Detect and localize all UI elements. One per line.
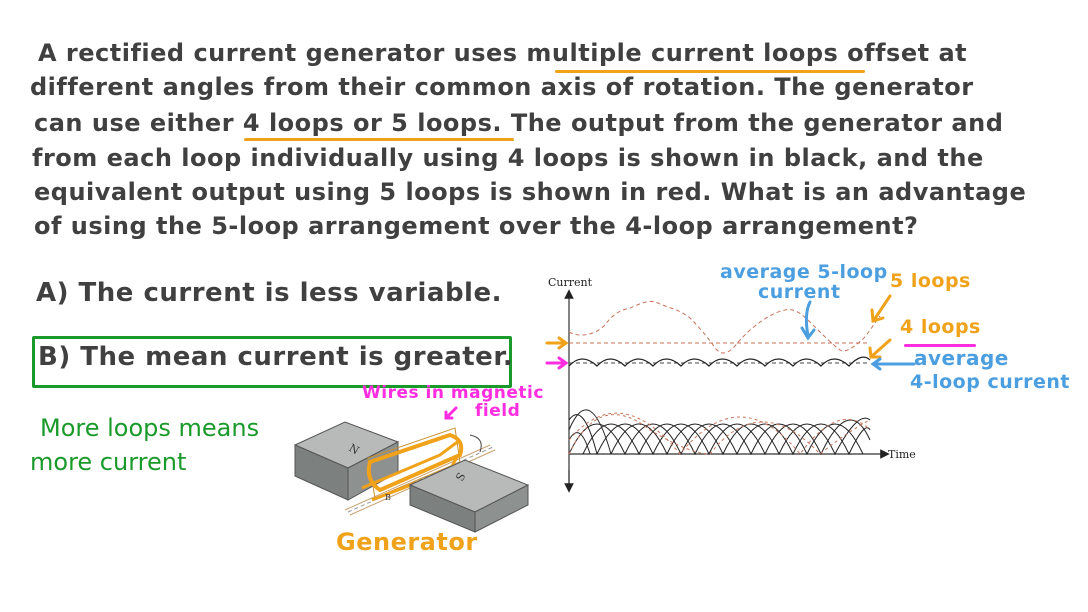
question-line-6: of using the 5-loop arrangement over the… <box>34 212 919 240</box>
current-time-chart <box>564 289 890 493</box>
note-more-loops-line2: more current <box>30 448 187 476</box>
highlight-underline-multiple-loops <box>555 70 865 73</box>
x-axis-label: Time <box>888 448 916 461</box>
note-more-loops-line1: More loops means <box>40 414 260 442</box>
question-line-5: equivalent output using 5 loops is shown… <box>34 178 1027 206</box>
note-avg-5loop-line1: average 5-loop <box>720 261 888 283</box>
note-5-loops: 5 loops <box>890 270 971 292</box>
option-a[interactable]: A) The current is less variable. <box>36 278 502 308</box>
highlight-underline-4-loops <box>904 344 976 347</box>
generator-diagram: N B S <box>293 421 530 533</box>
arrow-icon-orange-4loops <box>868 338 892 359</box>
arrow-icon-magenta-avg4 <box>545 356 569 370</box>
note-wires-line2: field <box>475 401 521 421</box>
question-line-1: A rectified current generator uses multi… <box>38 39 968 67</box>
note-avg-4loop-line1: average <box>914 346 1009 370</box>
note-4-loops: 4 loops <box>900 316 981 338</box>
highlight-underline-4-or-5-loops <box>244 138 514 141</box>
note-generator: Generator <box>336 528 478 556</box>
question-line-3: can use either 4 loops or 5 loops. The o… <box>34 109 1004 137</box>
note-avg-5loop-line2: current <box>758 281 841 303</box>
option-b[interactable]: B) The mean current is greater. <box>38 342 514 372</box>
arrow-icon-orange-5loops <box>870 294 892 323</box>
correct-answer-box <box>32 336 512 388</box>
field-label: B <box>385 493 391 502</box>
arrow-icon-orange-avg5 <box>545 336 569 350</box>
y-axis-label: Current <box>548 276 593 289</box>
arrow-icon-blue-4loop <box>870 357 916 371</box>
arrow-icon-magenta <box>444 406 458 420</box>
arrow-icon-blue-5loop <box>800 300 816 341</box>
question-line-4: from each loop individually using 4 loop… <box>32 144 984 172</box>
note-avg-4loop-line2: 4-loop current <box>910 371 1070 393</box>
question-line-2: different angles from their common axis … <box>30 73 974 101</box>
note-wires-line1: Wires in magnetic <box>362 383 544 403</box>
